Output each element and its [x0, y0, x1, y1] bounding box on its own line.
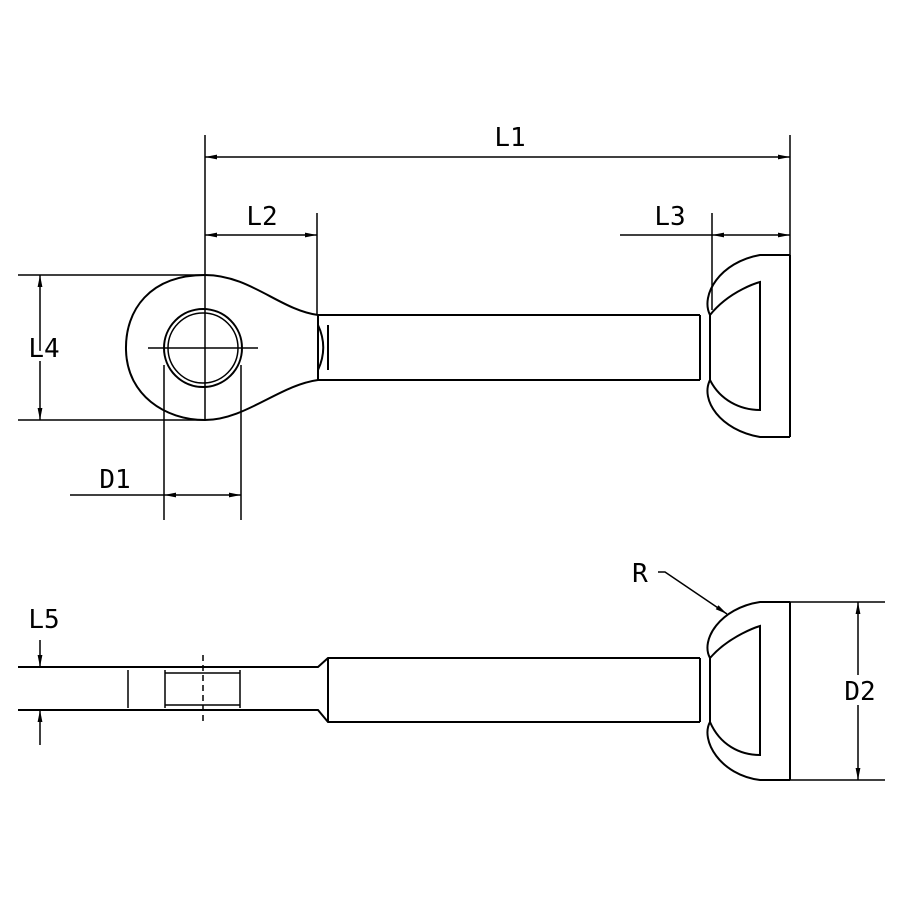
d2-label: D2	[844, 677, 875, 707]
ball-head	[706, 254, 791, 438]
l3-label: L3	[654, 202, 685, 232]
eye-side	[18, 657, 711, 723]
dimensions-side: L5 D2 R	[28, 559, 885, 781]
r-leader	[658, 571, 728, 615]
dimensions-top: L1 L2 L3 L4 D1	[18, 123, 791, 520]
d1-label: D1	[99, 465, 130, 495]
l5-label: L5	[28, 605, 59, 635]
shank	[317, 314, 711, 381]
top-view	[124, 254, 791, 438]
side-view	[18, 601, 791, 781]
l1-label: L1	[494, 123, 525, 153]
l2-label: L2	[246, 202, 277, 232]
r-label: R	[632, 559, 648, 589]
eye-outline	[124, 274, 319, 422]
ball-head-side	[706, 601, 791, 781]
l4-label: L4	[28, 334, 59, 364]
